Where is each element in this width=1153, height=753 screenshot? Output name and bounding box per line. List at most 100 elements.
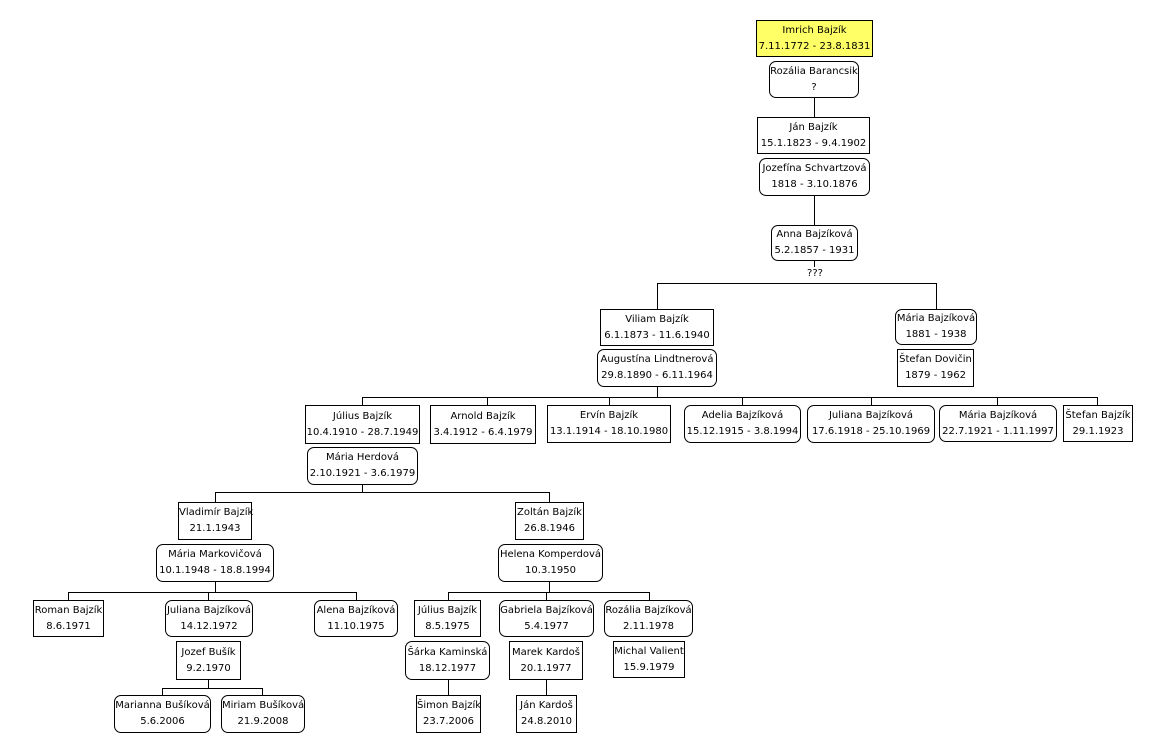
- person-dates: 2.11.1978: [623, 620, 674, 632]
- person-dates: 15.1.1823 - 9.4.1902: [760, 137, 867, 149]
- person-name: Jozefína Schvartzová: [762, 163, 867, 174]
- person-viliam-bajzik[interactable]: Viliam Bajzík 6.1.1873 - 11.6.1940: [600, 309, 714, 346]
- person-dates: 5.2.1857 - 1931: [774, 245, 855, 256]
- person-ervin-bajzik[interactable]: Ervín Bajzík 13.1.1914 - 18.10.1980: [547, 405, 671, 443]
- person-name: Mária Bajzíková: [896, 313, 976, 324]
- person-anna-bajzikova[interactable]: Anna Bajzíková 5.2.1857 - 1931: [771, 225, 858, 261]
- person-juliana-bajzikova-1918[interactable]: Juliana Bajzíková 17.6.1918 - 25.10.1969: [807, 405, 935, 443]
- person-dates: 1818 - 3.10.1876: [771, 179, 858, 190]
- person-name: Ján Bajzík: [789, 121, 838, 133]
- person-adelia-bajzikova[interactable]: Adelia Bajzíková 15.12.1915 - 3.8.1994: [684, 405, 801, 443]
- person-rozalia-barancsik[interactable]: Rozália Barancsik ?: [769, 61, 859, 98]
- person-jan-bajzik[interactable]: Ján Bajzík 15.1.1823 - 9.4.1902: [757, 117, 870, 154]
- person-augustina-lindtnerova[interactable]: Augustína Lindtnerová 29.8.1890 - 6.11.1…: [597, 349, 717, 387]
- person-dates: 7.11.1772 - 23.8.1831: [758, 40, 871, 52]
- person-dates: 1881 - 1938: [905, 329, 967, 340]
- person-dates: 2.10.1921 - 3.6.1979: [309, 468, 416, 479]
- person-name: Alena Bajzíková: [316, 604, 396, 616]
- person-name: Arnold Bajzík: [450, 410, 516, 422]
- person-name: Rozália Barancsik: [770, 65, 858, 77]
- person-gabriela-bajzikova[interactable]: Gabriela Bajzíková 5.4.1977: [499, 600, 594, 637]
- person-maria-bajzikova-1921[interactable]: Mária Bajzíková 22.7.1921 - 1.11.1997: [939, 405, 1057, 442]
- person-name: Mária Herdová: [325, 452, 400, 463]
- person-name: Anna Bajzíková: [776, 229, 853, 240]
- person-rozalia-bajzikova-1978[interactable]: Rozália Bajzíková 2.11.1978: [604, 600, 693, 637]
- person-name: Marek Kardoš: [512, 646, 580, 658]
- unknown-spouse-label: ???: [807, 268, 823, 279]
- person-maria-herdova[interactable]: Mária Herdová 2.10.1921 - 3.6.1979: [307, 447, 418, 485]
- person-miriam-busikova[interactable]: Miriam Bušíková 21.9.2008: [221, 695, 305, 733]
- person-name: Juliana Bajzíková: [166, 604, 251, 616]
- person-jozefina-schvartzova[interactable]: Jozefína Schvartzová 1818 - 3.10.1876: [759, 158, 870, 196]
- person-dates: 29.8.1890 - 6.11.1964: [601, 370, 713, 381]
- person-dates: 5.4.1977: [524, 620, 569, 632]
- person-name: Jozef Bušík: [181, 646, 236, 658]
- person-dates: 21.9.2008: [237, 716, 289, 727]
- person-dates: 29.1.1923: [1072, 425, 1124, 437]
- person-dates: 17.6.1918 - 25.10.1969: [811, 426, 931, 437]
- person-name: Mária Markovičová: [168, 549, 262, 560]
- person-dates: 11.10.1975: [327, 620, 385, 632]
- person-dates: 8.5.1975: [425, 620, 470, 632]
- person-dates: 1879 - 1962: [905, 370, 966, 381]
- person-name: Štefan Dovičin: [899, 354, 972, 365]
- person-name: Vladimír Bajzík: [179, 507, 254, 518]
- person-michal-valient[interactable]: Michal Valient 15.9.1979: [613, 641, 685, 678]
- person-name: Ervín Bajzík: [579, 410, 639, 421]
- person-vladimir-bajzik[interactable]: Vladimír Bajzík 21.1.1943: [178, 502, 254, 540]
- person-dates: 21.1.1943: [189, 523, 241, 534]
- person-dates: ?: [811, 81, 817, 93]
- person-name: Miriam Bušíková: [222, 700, 305, 711]
- person-name: Július Bajzík: [417, 604, 478, 616]
- person-dates: 15.12.1915 - 3.8.1994: [686, 426, 799, 437]
- person-dates: 8.6.1971: [46, 620, 91, 632]
- person-name: Adelia Bajzíková: [701, 410, 784, 421]
- person-dates: 24.8.2010: [521, 716, 572, 727]
- person-name: Augustína Lindtnerová: [600, 354, 714, 365]
- person-julius-bajzik-1975[interactable]: Július Bajzík 8.5.1975: [414, 600, 481, 637]
- person-dates: 10.4.1910 - 28.7.1949: [306, 426, 419, 438]
- person-dates: 22.7.1921 - 1.11.1997: [942, 425, 1054, 437]
- person-alena-bajzikova[interactable]: Alena Bajzíková 11.10.1975: [314, 600, 398, 637]
- person-maria-bajzikova-1881[interactable]: Mária Bajzíková 1881 - 1938: [895, 309, 977, 345]
- person-dates: 14.12.1972: [180, 620, 238, 632]
- person-julius-bajzik-1910[interactable]: Július Bajzík 10.4.1910 - 28.7.1949: [305, 405, 420, 444]
- person-name: Gabriela Bajzíková: [500, 604, 593, 616]
- person-jan-kardos[interactable]: Ján Kardoš 24.8.2010: [516, 695, 577, 733]
- person-dates: 10.3.1950: [525, 565, 576, 576]
- person-marek-kardos[interactable]: Marek Kardoš 20.1.1977: [509, 641, 583, 680]
- person-dates: 9.2.1970: [186, 662, 231, 674]
- person-stefan-dovicin[interactable]: Štefan Dovičin 1879 - 1962: [897, 349, 974, 387]
- person-dates: 5.6.2006: [140, 716, 185, 727]
- person-name: Mária Bajzíková: [958, 409, 1038, 421]
- person-helena-komperdova[interactable]: Helena Komperdová 10.3.1950: [498, 544, 603, 582]
- person-juliana-bajzikova-1972[interactable]: Juliana Bajzíková 14.12.1972: [165, 600, 253, 637]
- person-jozef-busik[interactable]: Jozef Bušík 9.2.1970: [176, 641, 241, 680]
- person-name: Marianna Bušíková: [115, 700, 210, 711]
- person-simon-bajzik[interactable]: Šimon Bajzík 23.7.2006: [416, 695, 481, 733]
- person-name: Šárka Kaminská: [407, 646, 488, 658]
- person-imrich-bajzik[interactable]: Imrich Bajzík 7.11.1772 - 23.8.1831: [756, 20, 873, 57]
- person-maria-markovicova[interactable]: Mária Markovičová 10.1.1948 - 18.8.1994: [156, 544, 274, 582]
- person-name: Šimon Bajzík: [417, 700, 482, 711]
- person-dates: 15.9.1979: [623, 661, 675, 673]
- person-name: Michal Valient: [614, 645, 684, 657]
- person-dates: 20.1.1977: [520, 662, 572, 674]
- person-dates: 18.12.1977: [418, 662, 477, 674]
- person-name: Imrich Bajzík: [782, 24, 847, 36]
- person-dates: 13.1.1914 - 18.10.1980: [549, 426, 669, 437]
- person-name: Helena Komperdová: [499, 549, 602, 560]
- person-stefan-bajzik-1923[interactable]: Štefan Bajzík 29.1.1923: [1063, 405, 1133, 442]
- person-name: Viliam Bajzík: [625, 313, 689, 325]
- person-arnold-bajzik[interactable]: Arnold Bajzík 3.4.1912 - 6.4.1979: [430, 405, 536, 444]
- person-sarka-kaminska[interactable]: Šárka Kaminská 18.12.1977: [405, 641, 490, 680]
- person-dates: 23.7.2006: [423, 716, 474, 727]
- person-dates: 3.4.1912 - 6.4.1979: [433, 426, 533, 438]
- person-name: Rozália Bajzíková: [605, 604, 692, 616]
- person-roman-bajzik[interactable]: Roman Bajzík 8.6.1971: [33, 600, 104, 637]
- person-name: Zoltán Bajzík: [517, 507, 582, 518]
- person-name: Štefan Bajzík: [1065, 409, 1131, 421]
- person-marianna-busikova[interactable]: Marianna Bušíková 5.6.2006: [114, 695, 211, 733]
- person-name: Július Bajzík: [332, 410, 393, 422]
- person-zoltan-bajzik[interactable]: Zoltán Bajzík 26.8.1946: [515, 502, 584, 540]
